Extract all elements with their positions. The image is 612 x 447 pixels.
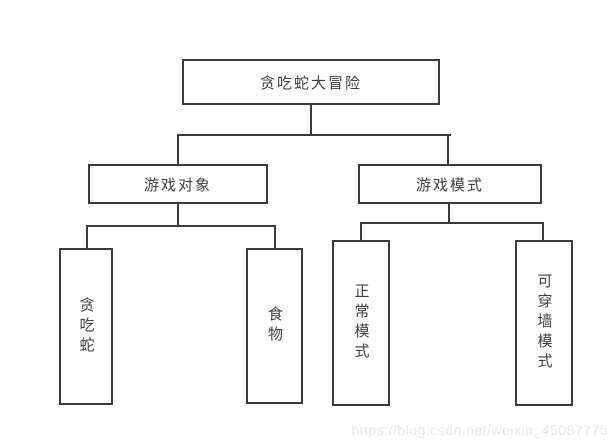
connector-line xyxy=(86,225,276,227)
connector-line xyxy=(360,222,362,241)
connector-line xyxy=(177,134,451,136)
connector-line xyxy=(447,134,449,165)
node-game-modes: 游戏模式 xyxy=(358,164,542,204)
node-snake: 贪吃蛇 xyxy=(59,248,113,405)
connector-line xyxy=(448,202,450,224)
connector-line xyxy=(542,222,544,241)
node-game-objects: 游戏对象 xyxy=(88,164,268,204)
connector-line xyxy=(274,225,276,249)
connector-line xyxy=(177,134,179,165)
connector-line xyxy=(310,105,312,136)
node-normal-mode: 正常模式 xyxy=(332,240,390,406)
node-food: 食物 xyxy=(246,248,303,404)
node-root: 贪吃蛇大冒险 xyxy=(182,59,440,105)
connector-line xyxy=(177,202,179,227)
watermark-url: https://blog.csdn.net/weixin_45087775 xyxy=(351,422,608,438)
node-wall-pass-mode: 可穿墙模式 xyxy=(515,240,573,406)
connector-line xyxy=(360,222,544,224)
connector-line xyxy=(86,225,88,249)
